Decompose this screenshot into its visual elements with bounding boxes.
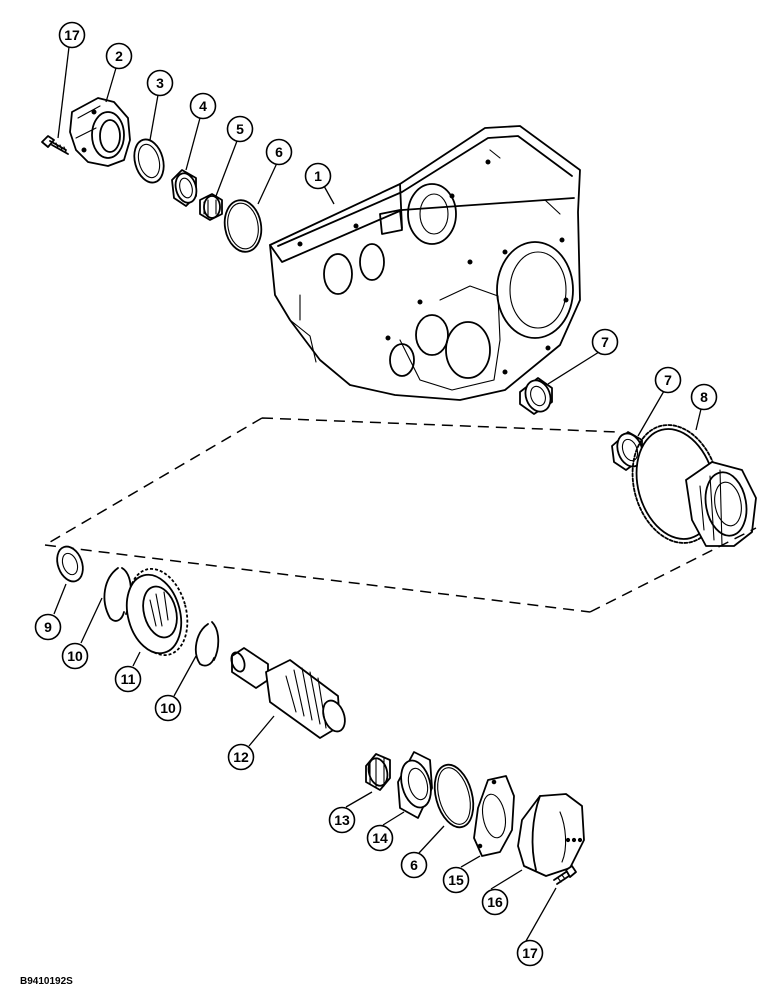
svg-text:12: 12 (233, 749, 249, 765)
callout-6-top: 6 (265, 138, 293, 166)
callout-14: 14 (366, 824, 394, 852)
callout-15: 15 (442, 866, 470, 894)
callout-11: 11 (114, 665, 142, 693)
svg-text:10: 10 (67, 648, 83, 664)
figure-reference-code: B9410192S (20, 976, 73, 987)
svg-text:13: 13 (334, 812, 350, 828)
svg-text:10: 10 (160, 700, 176, 716)
callout-5: 5 (226, 115, 254, 143)
svg-text:14: 14 (372, 830, 388, 846)
svg-text:17: 17 (64, 27, 80, 43)
svg-text:6: 6 (275, 144, 283, 160)
transmission-housing-part (269, 125, 581, 401)
svg-text:15: 15 (448, 872, 464, 888)
svg-text:3: 3 (156, 75, 164, 91)
svg-text:2: 2 (115, 48, 123, 64)
bearing-cup-part (171, 169, 198, 207)
svg-text:9: 9 (44, 619, 52, 635)
bolt-top-part (41, 135, 69, 155)
callout-4: 4 (189, 92, 217, 120)
bearing-cone-part (199, 193, 223, 221)
leader-lines (53, 46, 702, 942)
callout-2: 2 (105, 42, 133, 70)
svg-text:4: 4 (199, 98, 207, 114)
callout-17-top: 17 (58, 21, 86, 49)
svg-text:6: 6 (410, 857, 418, 873)
o-ring-bottom-part (433, 763, 475, 829)
callout-8: 8 (690, 383, 718, 411)
callout-16: 16 (481, 888, 509, 916)
svg-text:7: 7 (664, 372, 672, 388)
callout-10-left: 10 (61, 642, 89, 670)
callout-3: 3 (146, 69, 174, 97)
svg-text:1: 1 (314, 168, 322, 184)
snap-ring-right-part (194, 621, 220, 667)
bearing-housing-part (69, 97, 131, 167)
end-cover-part (517, 793, 585, 877)
seal-left-part (56, 545, 84, 583)
gear-part (125, 567, 189, 657)
svg-text:17: 17 (522, 945, 538, 961)
shim-ring-part (133, 138, 165, 184)
svg-text:5: 5 (236, 121, 244, 137)
svg-text:16: 16 (487, 894, 503, 910)
bearing-cup-lower-part (397, 751, 433, 819)
o-ring-top-part (223, 199, 263, 253)
bolt-bottom-part (553, 865, 577, 885)
gasket-part (473, 775, 515, 857)
callout-17-bottom: 17 (516, 939, 544, 967)
callout-12: 12 (227, 743, 255, 771)
svg-text:11: 11 (121, 671, 136, 687)
seal-housing-part (519, 377, 553, 415)
callout-6-bottom: 6 (400, 851, 428, 879)
callout-1: 1 (304, 162, 332, 190)
callout-7-housing: 7 (591, 328, 619, 356)
callout-9: 9 (34, 613, 62, 641)
callout-13: 13 (328, 806, 356, 834)
svg-text:7: 7 (601, 334, 609, 350)
gear-assembly-part (631, 424, 757, 547)
callout-10-right: 10 (154, 694, 182, 722)
svg-text:8: 8 (700, 389, 708, 405)
bearing-cone-lower-part (365, 753, 391, 791)
callout-7-gear: 7 (654, 366, 682, 394)
shaft-part (230, 647, 346, 739)
